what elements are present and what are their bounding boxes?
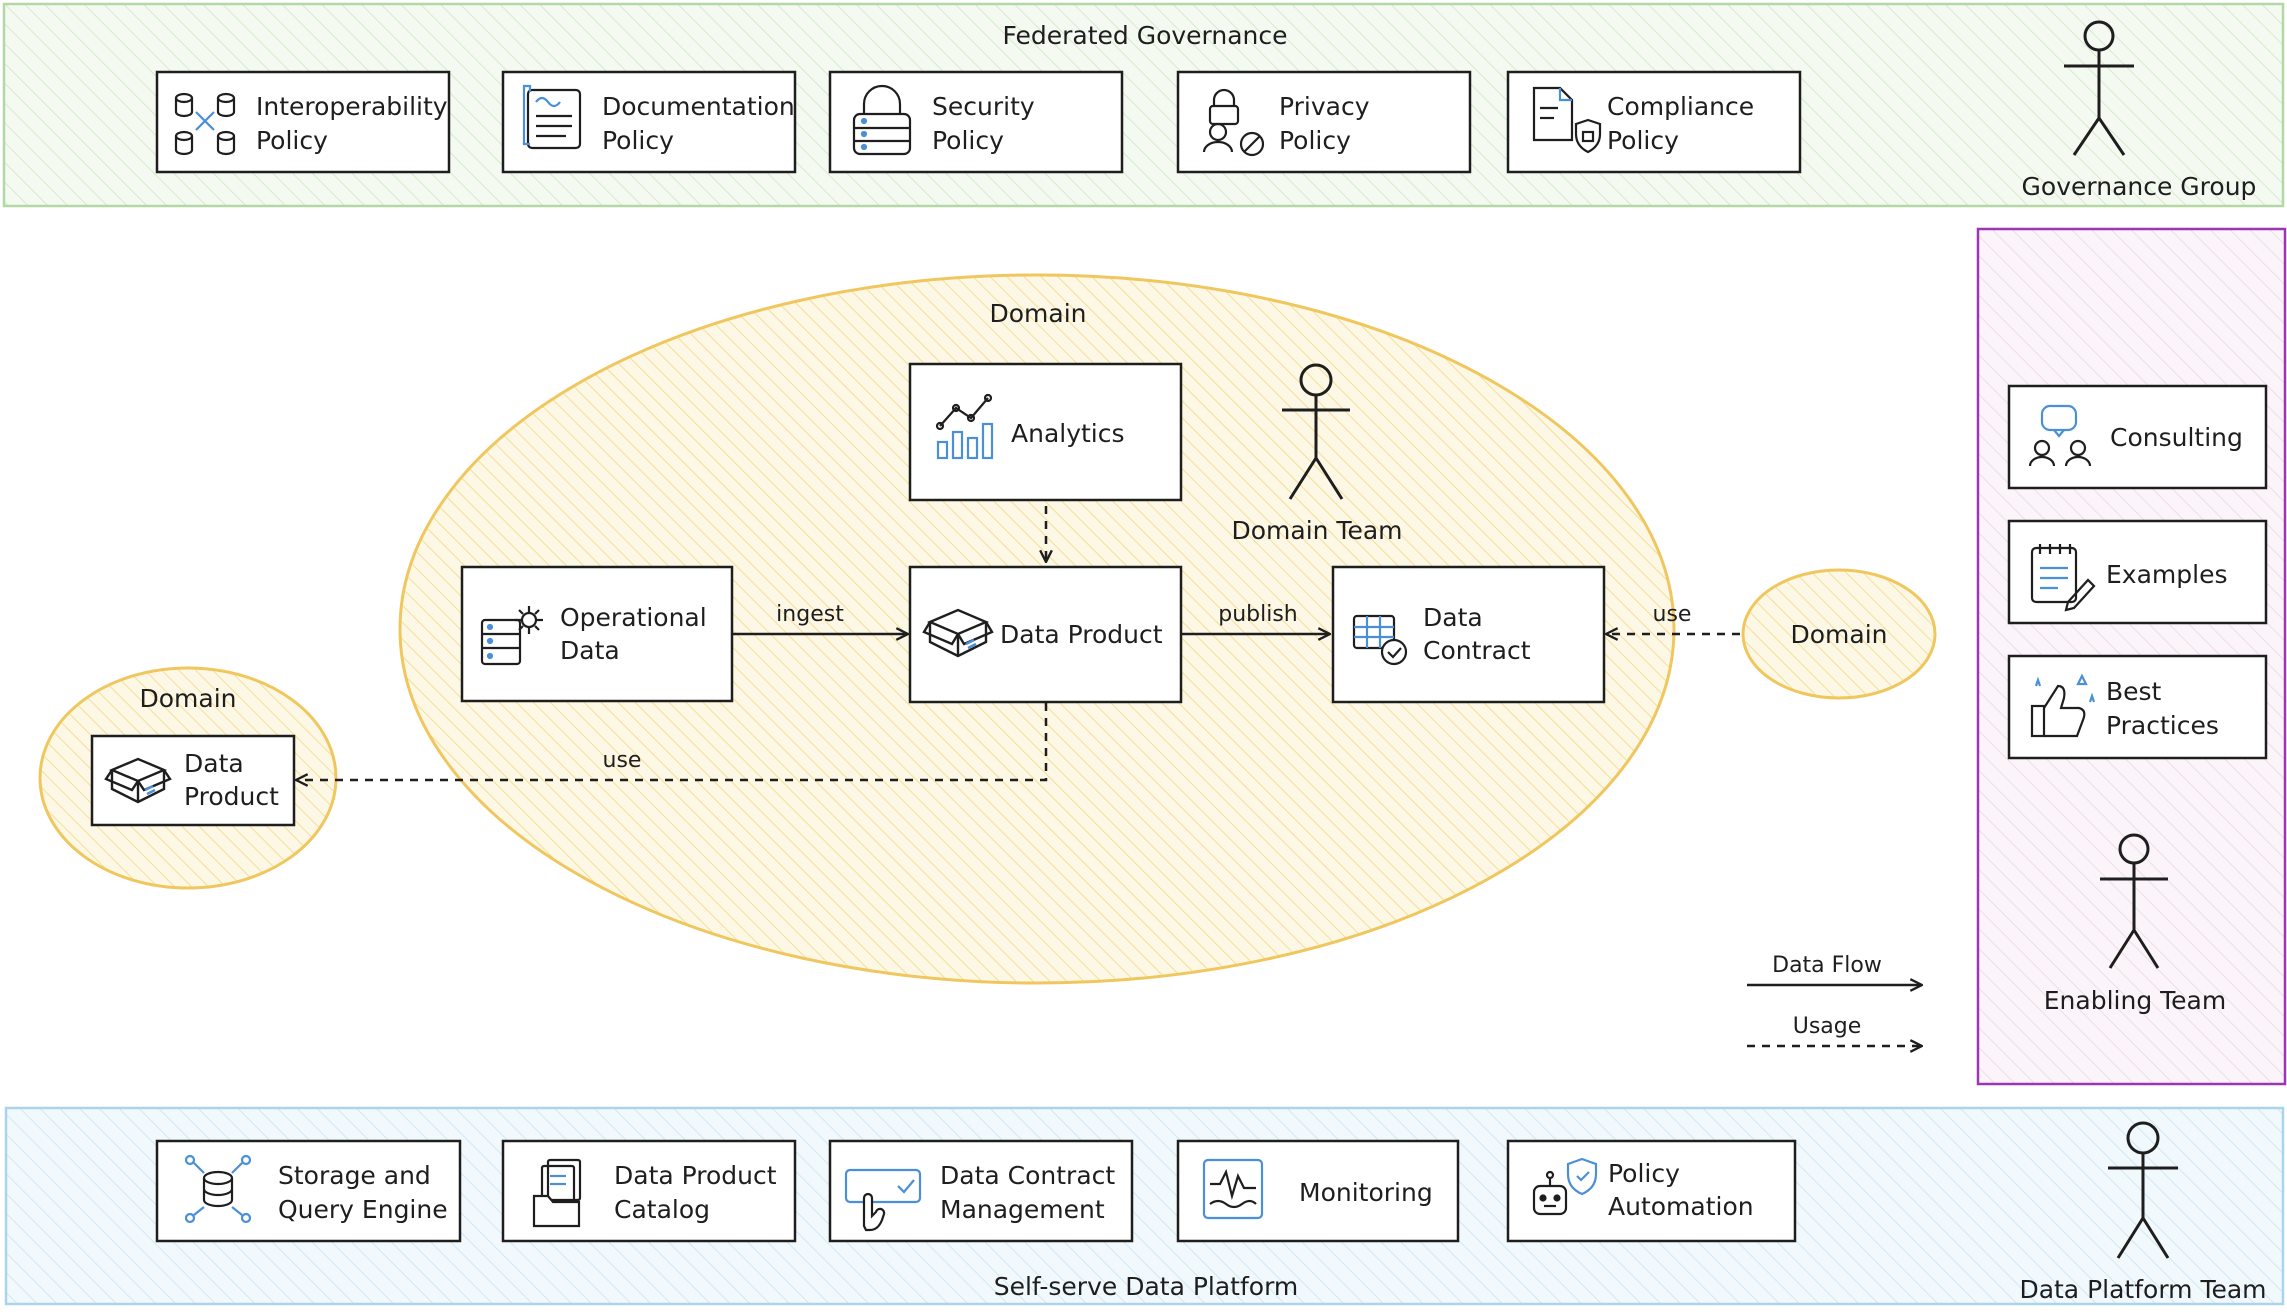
domain-right[interactable]: Domain [1741,568,1937,700]
compliance-shield-icon [1532,86,1602,154]
svg-text:Policy: Policy [1279,126,1351,155]
catalog-folder-icon [532,1158,582,1228]
node-left-data-product[interactable]: Data Product [90,734,296,827]
privacy-user-icon [1202,88,1265,157]
svg-text:Policy: Policy [1607,126,1679,155]
node-data-contract[interactable]: Data Contract [1331,565,1606,704]
robot-shield-icon [1532,1157,1598,1216]
svg-text:Practices: Practices [2106,711,2219,740]
service-data-contract-management[interactable]: Data Contract Management [828,1139,1134,1243]
node-analytics[interactable]: Analytics [908,362,1183,502]
svg-text:Best: Best [2106,677,2162,706]
svg-text:Data Contract: Data Contract [940,1161,1115,1190]
edge-ingest-label: ingest [776,602,844,627]
enabling-item-examples[interactable]: Examples [2007,519,2268,625]
svg-text:Interoperability: Interoperability [256,92,448,121]
svg-text:Policy: Policy [932,126,1004,155]
governance-group-actor [2064,20,2134,156]
service-storage-query-engine[interactable]: Storage and Query Engine [155,1139,462,1243]
svg-text:Management: Management [940,1195,1105,1224]
enabling-team-label: Enabling Team [2044,986,2226,1015]
box-package-icon [922,608,994,658]
svg-text:Data Product: Data Product [614,1161,777,1190]
svg-text:Data Product: Data Product [1000,620,1163,649]
database-link-icon [174,92,236,156]
lock-icon [852,84,912,156]
contract-table-check-icon [1352,614,1408,666]
svg-text:Data: Data [184,749,244,778]
svg-text:Catalog: Catalog [614,1195,710,1224]
svg-text:Analytics: Analytics [1011,419,1125,448]
svg-text:Consulting: Consulting [2110,423,2243,452]
edge-right-use-label: use [1653,602,1692,627]
domain-team-label: Domain Team [1231,516,1402,545]
governance-title: Federated Governance [1002,21,1287,50]
svg-text:Query Engine: Query Engine [278,1195,448,1224]
node-data-product[interactable]: Data Product [908,565,1183,704]
svg-text:Policy: Policy [602,126,674,155]
consulting-icon [2028,404,2092,467]
policy-compliance[interactable]: Compliance Policy [1506,70,1802,174]
svg-text:Product: Product [184,782,279,811]
svg-text:Documentation: Documentation [602,92,795,121]
policy-security[interactable]: Security Policy [828,70,1124,174]
platform-title: Self-serve Data Platform [994,1272,1299,1301]
svg-text:Contract: Contract [1423,636,1531,665]
svg-text:Monitoring: Monitoring [1299,1178,1433,1207]
domain-left-label: Domain [139,684,236,713]
legend-data-flow-label: Data Flow [1772,953,1882,978]
edge-publish-label: publish [1218,602,1298,627]
contract-management-icon [844,1168,922,1232]
svg-text:Data: Data [560,636,620,665]
policy-interoperability[interactable]: Interoperability Policy [155,70,451,174]
domain-right-label: Domain [1790,620,1887,649]
svg-text:Privacy: Privacy [1279,92,1370,121]
self-serve-platform-band: Storage and Query Engine Data Product Ca… [4,1106,2285,1306]
document-icon [522,84,582,150]
domain-team-actor [1282,363,1350,500]
legend: Data Flow Usage [1747,953,1922,1046]
policy-privacy[interactable]: Privacy Policy [1176,70,1472,174]
data-platform-team-actor [2108,1121,2178,1259]
svg-text:Policy: Policy [256,126,328,155]
edge-left-domain-use [296,703,1048,780]
enabling-item-best-practices[interactable]: Best Practices [2007,654,2268,760]
notepad-icon [2030,544,2096,612]
service-monitoring[interactable]: Monitoring [1176,1139,1460,1243]
svg-text:Storage and: Storage and [278,1161,431,1190]
federated-governance-band: Federated Governance Interoperability Po… [2,2,2285,208]
domain-main-label: Domain [989,299,1086,328]
svg-text:Automation: Automation [1608,1192,1754,1221]
svg-text:Examples: Examples [2106,560,2227,589]
enabling-team-actor [2100,833,2168,969]
enabling-team-panel: Consulting Examples Best [1976,227,2287,1086]
edges [296,506,1740,780]
legend-usage-label: Usage [1793,1014,1862,1039]
svg-text:Compliance: Compliance [1607,92,1754,121]
policy-documentation[interactable]: Documentation Policy [501,70,797,174]
storage-engine-icon [184,1154,252,1224]
service-data-product-catalog[interactable]: Data Product Catalog [501,1139,797,1243]
service-policy-automation[interactable]: Policy Automation [1506,1139,1797,1243]
operational-server-icon [480,606,543,666]
box-package-icon [104,757,172,804]
analytics-chart-icon [935,393,994,460]
governance-group-label: Governance Group [2022,172,2257,201]
svg-text:Operational: Operational [560,603,707,632]
thumbs-up-icon [2030,673,2096,738]
monitoring-icon [1202,1158,1264,1220]
svg-text:Data: Data [1423,603,1483,632]
node-operational-data[interactable]: Operational Data [460,565,734,703]
edge-left-use-label: use [603,748,642,773]
data-platform-team-label: Data Platform Team [2019,1275,2266,1304]
enabling-item-consulting[interactable]: Consulting [2007,384,2268,490]
svg-text:Security: Security [932,92,1035,121]
svg-text:Policy: Policy [1608,1159,1680,1188]
